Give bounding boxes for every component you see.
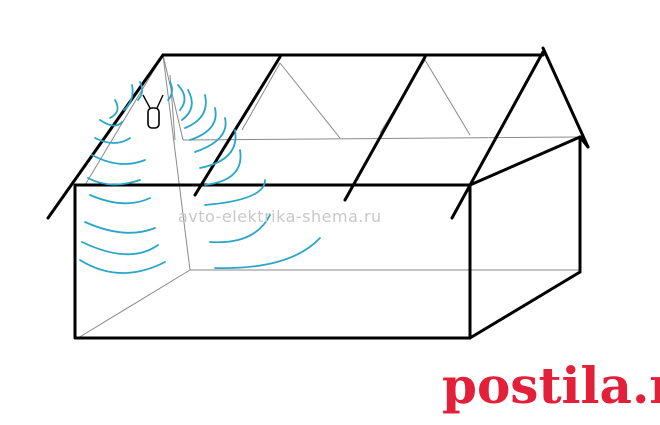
greenhouse-outline <box>46 46 590 340</box>
hidden-edges <box>77 54 581 339</box>
signal-waves <box>79 81 321 274</box>
wifi-router-icon <box>142 94 164 129</box>
brand-logo-text: postila.ru <box>442 356 660 415</box>
watermark-text: avto-elektrika-shema.ru <box>178 207 382 226</box>
